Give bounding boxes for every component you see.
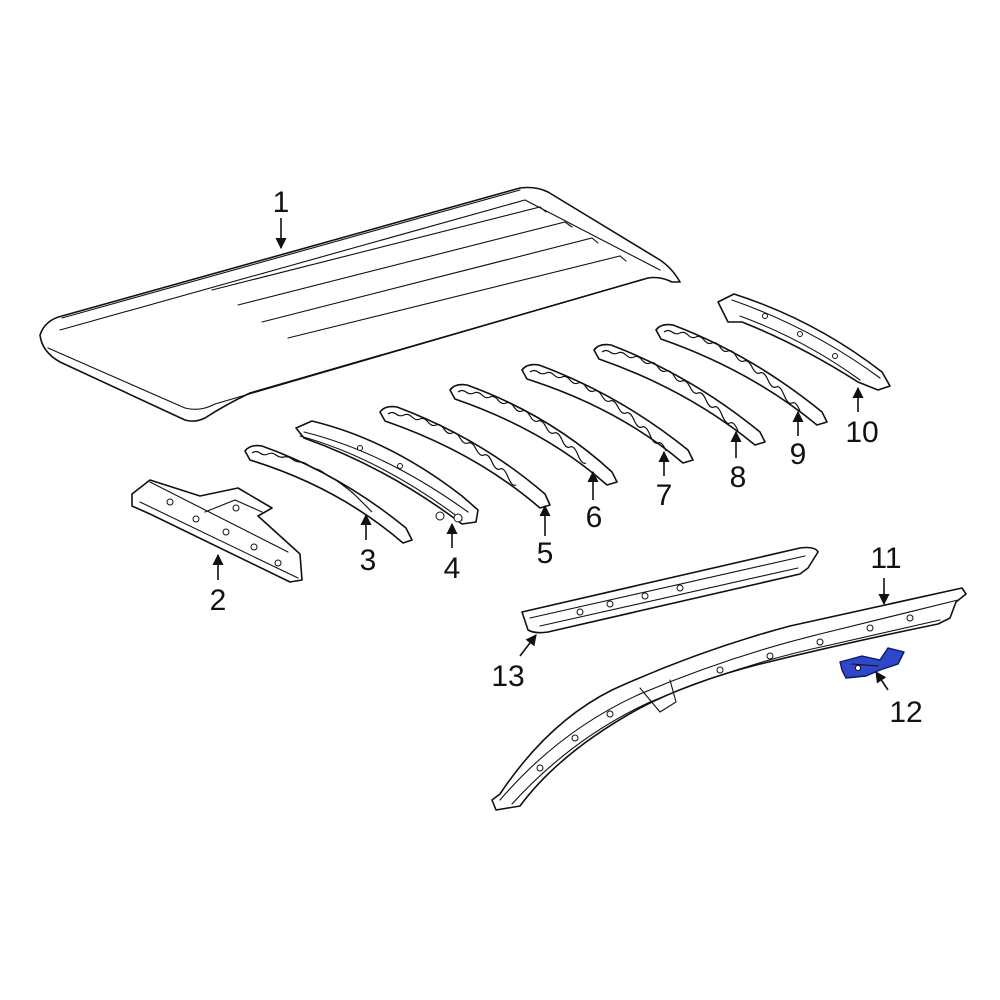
callout-10: 10 <box>845 416 878 449</box>
callout-6: 6 <box>586 501 603 534</box>
front-roof-header-bracket[interactable] <box>131 479 303 583</box>
callout-1: 1 <box>273 186 290 219</box>
roof-rail-bracket-highlighted[interactable] <box>839 647 905 679</box>
roof-bow-9[interactable] <box>655 323 828 426</box>
roof-bow-5[interactable] <box>379 405 551 509</box>
roof-bow-8[interactable] <box>593 343 766 446</box>
roof-bow-3[interactable] <box>244 444 413 544</box>
callout-9: 9 <box>790 438 807 471</box>
roof-panel[interactable] <box>39 186 681 422</box>
callout-3: 3 <box>360 544 377 577</box>
callout-13: 13 <box>491 660 524 693</box>
roof-bow-7[interactable] <box>521 363 694 464</box>
leader-arrows <box>212 218 890 691</box>
callout-labels: 1 2 3 4 5 6 7 8 9 10 11 12 13 <box>210 186 923 729</box>
callout-4: 4 <box>444 552 461 585</box>
callout-8: 8 <box>730 461 747 494</box>
callout-7: 7 <box>656 479 673 512</box>
callout-2: 2 <box>210 584 227 617</box>
roof-side-rail-outer[interactable] <box>491 587 967 811</box>
roof-side-rail-inner[interactable] <box>521 546 819 634</box>
callout-5: 5 <box>537 537 554 570</box>
callout-12: 12 <box>889 696 922 729</box>
rear-roof-header[interactable] <box>717 293 891 391</box>
roof-reinforcement-4[interactable] <box>295 420 479 525</box>
roof-bow-6[interactable] <box>449 383 618 486</box>
callout-11: 11 <box>870 542 901 575</box>
